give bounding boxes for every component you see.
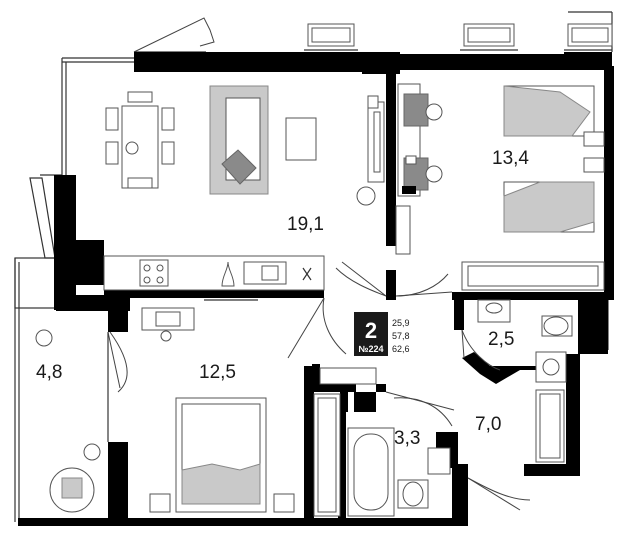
living-furniture bbox=[103, 85, 385, 291]
bedroom-main-furniture bbox=[141, 299, 377, 517]
room-labels: 19,1 13,4 2,5 4,8 12,5 3,3 7,0 bbox=[36, 148, 529, 449]
badge-area-living: 25,9 bbox=[392, 318, 410, 328]
apartment-number: №224 bbox=[358, 344, 383, 354]
radiators bbox=[304, 23, 613, 51]
balcony-furniture bbox=[35, 329, 109, 513]
hallway-furniture bbox=[535, 389, 565, 463]
rooms-count: 2 bbox=[365, 318, 377, 343]
room-area-balcony: 4,8 bbox=[36, 362, 62, 383]
balcony-door-top bbox=[133, 17, 215, 53]
room-area-bathroom-top: 2,5 bbox=[488, 329, 514, 350]
badge-box bbox=[354, 312, 388, 356]
bathroom-top-fixtures bbox=[477, 299, 573, 383]
badge-area-total: 57,8 bbox=[392, 331, 410, 341]
room-area-bedroom-main: 12,5 bbox=[199, 362, 236, 383]
apartment-badge: 2 №224 25,9 57,8 62,6 bbox=[354, 312, 410, 356]
badge-area-full: 62,6 bbox=[392, 344, 410, 354]
room-area-bathroom-bottom: 3,3 bbox=[394, 428, 420, 449]
bathroom-bottom-fixtures bbox=[347, 427, 451, 517]
bedroom-right-furniture bbox=[395, 83, 605, 291]
room-area-living: 19,1 bbox=[287, 214, 324, 235]
room-area-hallway: 7,0 bbox=[475, 414, 501, 435]
doors bbox=[107, 261, 531, 511]
walls bbox=[18, 52, 614, 526]
room-area-bedroom-right: 13,4 bbox=[492, 148, 529, 169]
